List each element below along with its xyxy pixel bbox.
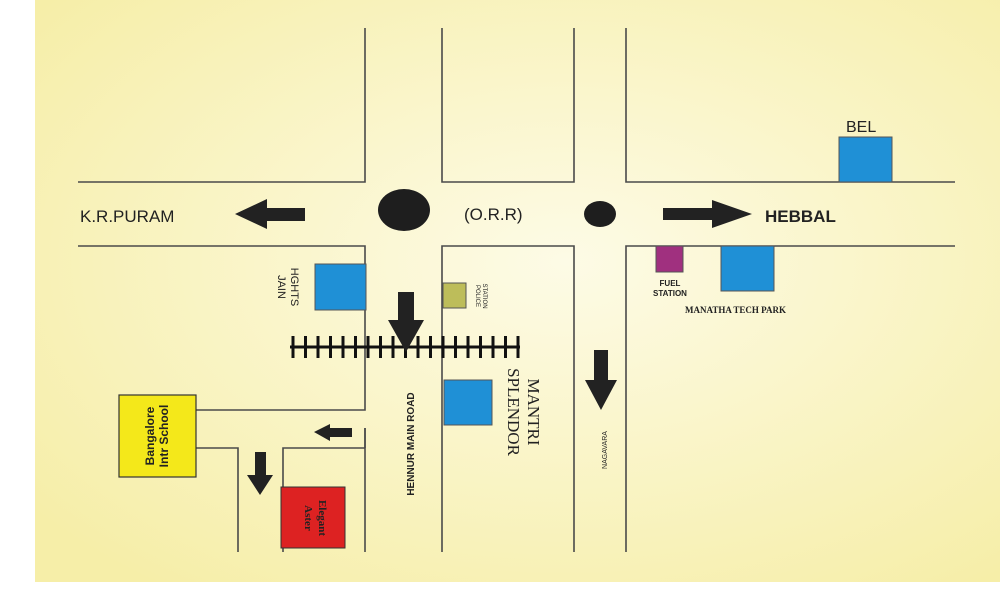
svg-text:JAIN: JAIN bbox=[275, 275, 287, 299]
svg-text:NAGAVARA: NAGAVARA bbox=[602, 431, 609, 469]
svg-text:Intr School: Intr School bbox=[157, 405, 171, 468]
manatha-tech-park-building bbox=[720, 245, 775, 292]
kr-puram-label: K.R.PURAM bbox=[80, 207, 174, 226]
arrow-icon bbox=[585, 350, 617, 410]
fuel-station-label-line2: STATION bbox=[653, 289, 687, 298]
svg-text:MANTRI: MANTRI bbox=[524, 378, 543, 445]
svg-text:STATION: STATION bbox=[481, 283, 487, 308]
svg-text:HENNUR MAIN ROAD: HENNUR MAIN ROAD bbox=[406, 392, 417, 495]
fuel-station-label-line1: FUEL bbox=[660, 279, 681, 288]
elegant-aster-label: Elegant Aster bbox=[302, 500, 328, 536]
nagavara-label: NAGAVARA bbox=[602, 431, 609, 469]
map-background bbox=[35, 0, 1000, 582]
hennur-road-right-edge bbox=[441, 245, 575, 552]
svg-text:Aster: Aster bbox=[302, 505, 314, 531]
railway-track-icon bbox=[290, 336, 520, 358]
road-network bbox=[78, 28, 955, 552]
orr-label: (O.R.R) bbox=[464, 205, 523, 224]
svg-text:SPLENDOR: SPLENDOR bbox=[504, 368, 523, 457]
bel-label: BEL bbox=[846, 119, 876, 136]
svg-text:Bangalore: Bangalore bbox=[143, 406, 157, 465]
bangalore-intr-school-label: Bangalore Intr School bbox=[143, 405, 171, 468]
arrow-icon bbox=[314, 424, 352, 441]
direction-arrows bbox=[235, 199, 752, 495]
arrow-icon bbox=[663, 200, 752, 228]
arrow-icon bbox=[388, 292, 424, 352]
orr-upper-left-edge bbox=[78, 28, 366, 183]
mantri-splendor-label: MANTRI SPLENDOR bbox=[504, 368, 543, 457]
svg-text:HGHTS: HGHTS bbox=[288, 268, 300, 307]
arrow-icon bbox=[247, 452, 273, 495]
orr-lower-left-edge bbox=[78, 245, 366, 411]
hennur-main-road-label: HENNUR MAIN ROAD bbox=[406, 392, 417, 495]
elegant-aster-building bbox=[280, 486, 346, 549]
jain-heights-building bbox=[314, 263, 367, 311]
manatha-tech-park-label: MANATHA TECH PARK bbox=[685, 305, 786, 315]
svg-text:Elegant: Elegant bbox=[316, 500, 328, 536]
police-station-building bbox=[442, 282, 467, 309]
bangalore-intr-school-building bbox=[118, 394, 197, 478]
mantri-splendor-building bbox=[443, 379, 493, 426]
bel-building bbox=[838, 136, 893, 183]
orr-lower-right-edge bbox=[625, 245, 955, 552]
roundabout-icon bbox=[378, 189, 430, 231]
svg-text:POLICE: POLICE bbox=[474, 285, 480, 307]
orr-upper-middle-edge bbox=[441, 28, 575, 183]
side-road-left-edge bbox=[196, 447, 239, 552]
fuel-station-building bbox=[655, 245, 684, 273]
hebbal-label: HEBBAL bbox=[765, 207, 836, 226]
jain-heights-label: JAIN HGHTS bbox=[275, 268, 300, 307]
roundabout-icon bbox=[584, 201, 616, 227]
arrow-icon bbox=[235, 199, 305, 229]
police-station-label: POLICE STATION bbox=[474, 283, 487, 308]
